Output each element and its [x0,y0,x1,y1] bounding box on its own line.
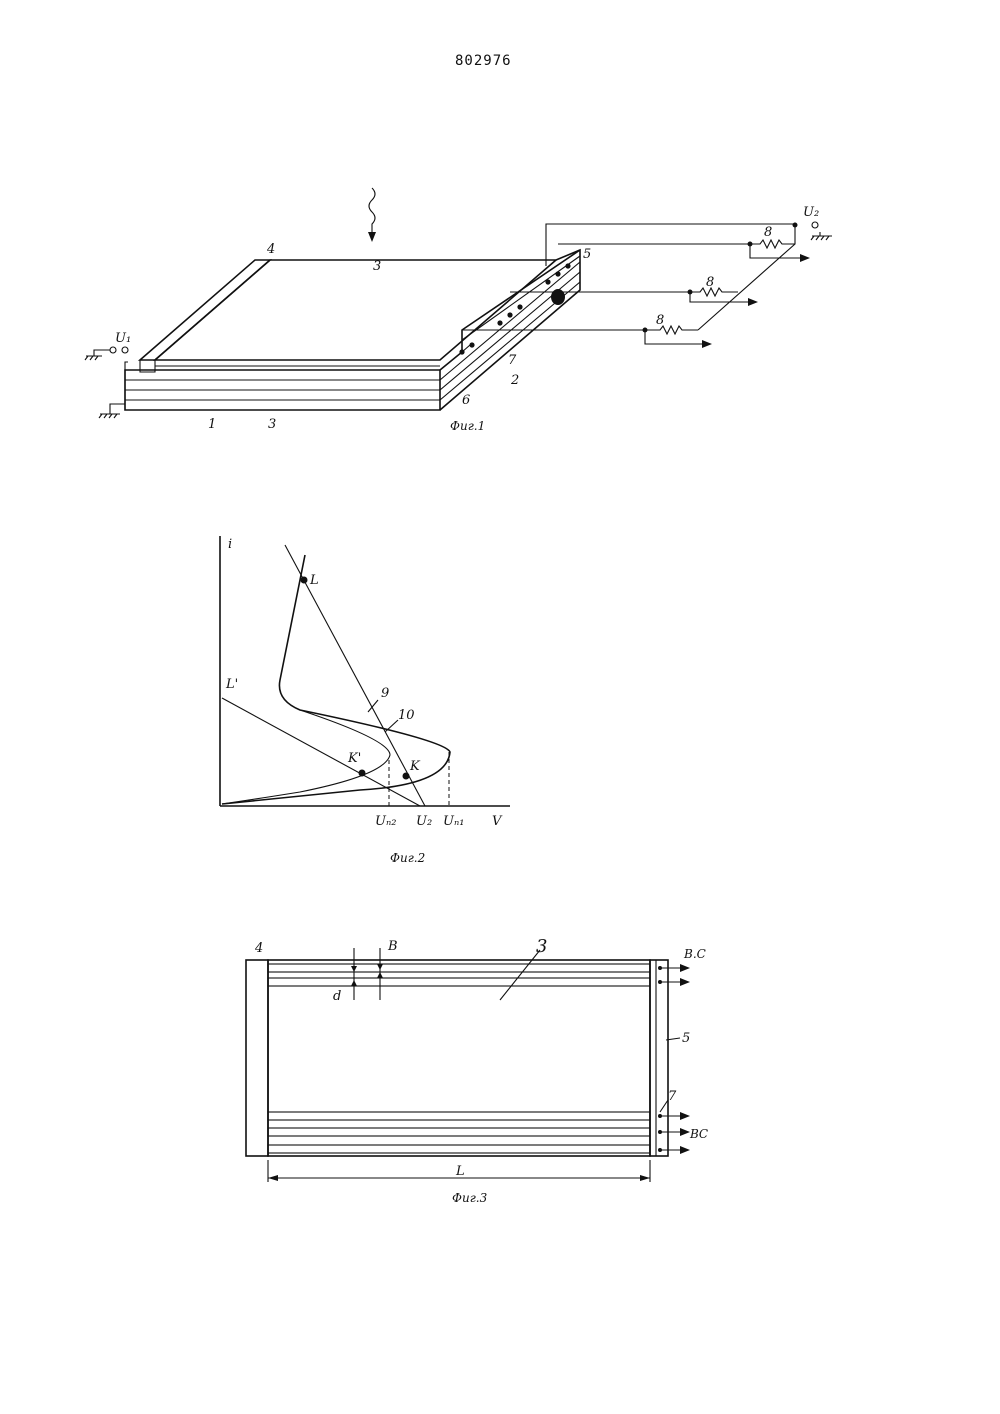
label-5: 5 [682,1031,690,1046]
label-4: 4 [266,242,275,257]
ground-icon [85,350,110,360]
label-L: L [455,1164,465,1179]
label-6: 6 [462,393,470,408]
hatched-strip [268,964,650,972]
radiation-arrow-icon [369,188,375,236]
label-7: 7 [508,353,517,368]
figure-1: U₂ U₁ 4 3 5 7 2 6 1 3 8 8 8 Фиг.1 [85,188,832,433]
figure-2: i V L L' K' K 9 10 Uₙ₂ U₂ Uₙ₁ Фиг.2 [220,536,510,865]
label-5: 5 [583,247,591,262]
label-b: B [387,939,398,954]
figure-2-caption: Фиг.2 [390,851,425,865]
label-u2: U₂ [803,205,819,220]
label-2: 2 [510,373,519,388]
ground-icon [99,404,125,418]
label-u2-axis: U₂ [416,814,432,829]
load-line-L [285,545,425,806]
point-K [403,773,410,780]
label-L: L [309,573,319,588]
label-vs-bottom: ВС [689,1127,708,1141]
hatched-strip [268,1112,650,1120]
ground-icon [811,232,832,240]
hatched-strip [268,1145,650,1153]
label-vs-top: В.С [683,947,706,961]
label-7: 7 [668,1089,677,1104]
label-8a: 8 [764,225,772,240]
hatched-strip [268,978,650,986]
resistor-8-top [750,240,795,248]
label-d: d [333,989,341,1004]
label-4: 4 [254,941,263,956]
hatched-strip [268,1128,650,1136]
label-3-top: 3 [373,259,381,274]
label-i-axis: i [228,537,232,552]
label-curve-10: 10 [398,708,415,723]
top-layer-3 [155,260,556,360]
output-contacts [459,263,570,354]
label-3-bottom: 3 [268,417,276,432]
label-K: K [409,759,421,774]
label-L-prime: L' [225,677,238,692]
label-un1: Uₙ₁ [443,814,464,829]
point-K-prime [359,770,366,777]
electrode-4 [246,960,268,1156]
label-K-prime: K' [347,751,361,766]
point-L [301,577,308,584]
output-arrows [658,964,690,1154]
label-8c: 8 [656,313,664,328]
patent-number: 802976 [455,53,512,69]
label-u1: U₁ [115,331,131,346]
label-curve-9: 9 [381,686,389,701]
label-8b: 8 [706,275,714,290]
figure-3-caption: Фиг.3 [452,1191,488,1205]
label-un2: Uₙ₂ [375,814,396,829]
label-3: 3 [536,936,547,957]
figure-3: 4 3 5 7 B d L В.С ВС Фиг.3 [246,936,708,1205]
figure-1-caption: Фиг.1 [450,419,485,433]
electrode-4 [140,260,270,360]
area-3 [268,960,650,1156]
label-v-axis: V [492,814,503,829]
contact-strip-5 [650,960,668,1156]
label-1: 1 [208,417,216,432]
